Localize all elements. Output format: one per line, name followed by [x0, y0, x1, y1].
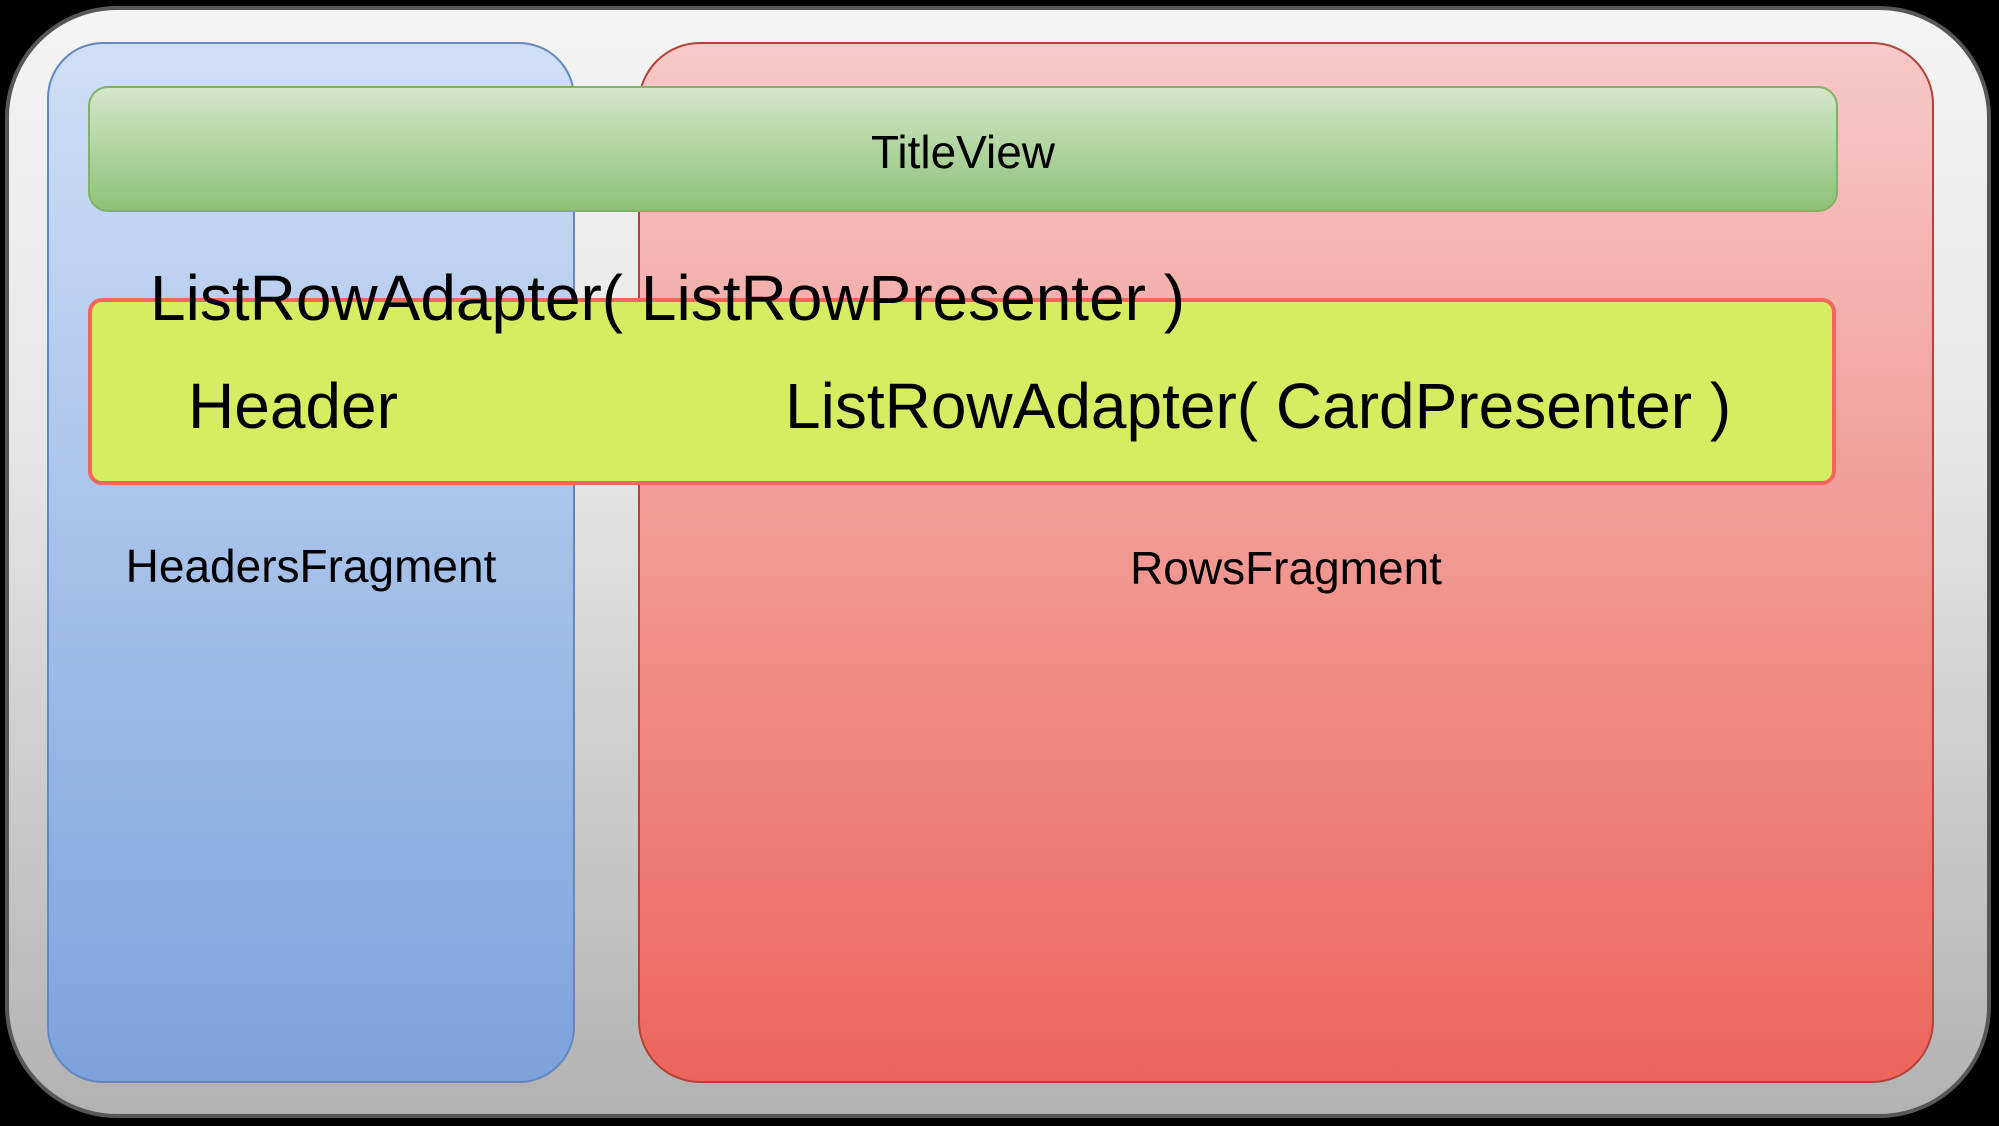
list-row-presenter-text: ListRowAdapter( ListRowPresenter )	[150, 262, 1186, 334]
rows-fragment-box	[638, 42, 1934, 1083]
headers-fragment-box	[47, 42, 575, 1083]
list-row-adapter-box	[88, 298, 1836, 485]
title-view-label: TitleView	[870, 126, 1056, 178]
title-view-bar: TitleView	[88, 86, 1838, 212]
card-presenter-text: ListRowAdapter( CardPresenter )	[785, 370, 1732, 442]
headers-fragment-label: HeadersFragment	[125, 540, 497, 592]
header-text: Header	[188, 370, 398, 442]
rows-fragment-label: RowsFragment	[1130, 542, 1442, 594]
